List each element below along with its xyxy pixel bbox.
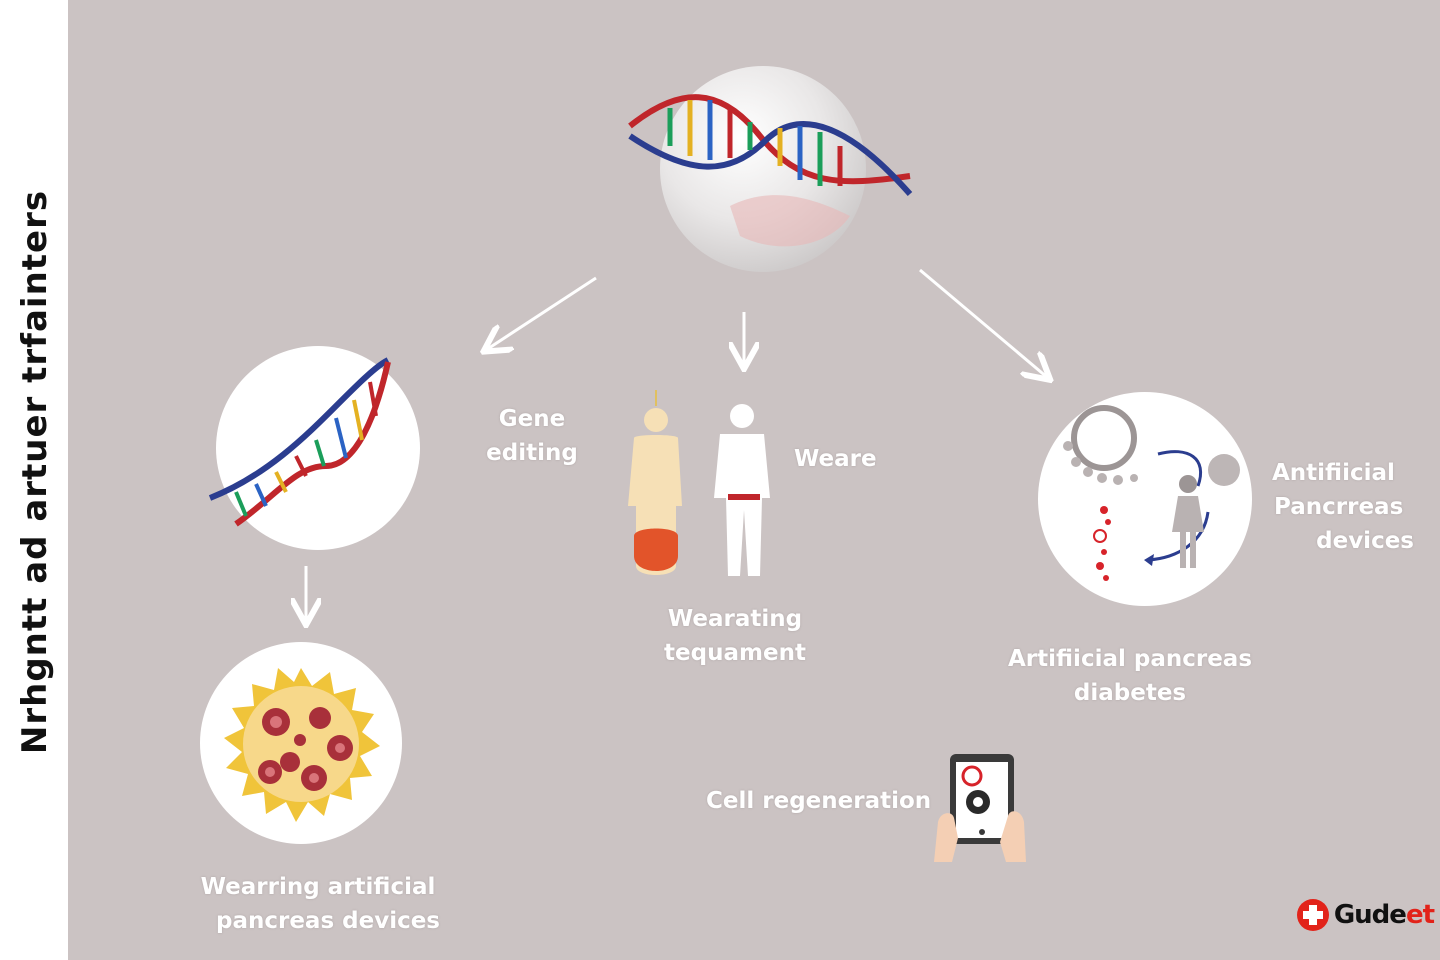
label-weare: Weare <box>794 446 877 472</box>
medical-cross-icon <box>1296 899 1329 931</box>
label-wearing-devices-line1: Wearring artificial <box>200 874 436 900</box>
label-wearing-devices-line2: pancreas devices <box>215 908 440 934</box>
wearable-figures-icon <box>628 390 770 576</box>
brand-name: Gudeet <box>1333 900 1435 930</box>
label-artificial-devices-line3: devices <box>1316 528 1414 554</box>
tablet-device-icon <box>928 752 1032 864</box>
brand-logo: Gudeet <box>1296 898 1435 932</box>
label-artificial-devices: Antifiicial Pancrreas devices <box>1262 456 1414 558</box>
dna-sphere-icon <box>628 66 913 272</box>
vertical-title: Nrhgntt ad artuer trfainters <box>15 189 55 755</box>
label-artificial-diabetes-line1: Artifiicial pancreas <box>1007 646 1253 672</box>
label-wearating-line2: tequament <box>664 640 806 666</box>
left-title-strip: Nrhgntt ad artuer trfainters <box>0 0 68 960</box>
label-cell-regeneration: Cell regeneration <box>706 788 932 814</box>
pancreatic-cell-icon <box>200 642 402 844</box>
label-gene-editing: Gene editing <box>482 402 582 470</box>
dna-helix-icon <box>208 346 420 550</box>
label-artificial-devices-line2: Pancrreas <box>1274 494 1404 520</box>
label-artificial-devices-line1: Antifiicial <box>1272 460 1395 486</box>
arrow-to-artificial-pancreas <box>919 268 1048 378</box>
label-wearing-devices: Wearring artificial pancreas devices <box>186 870 450 938</box>
label-wearating: Wearating tequament <box>640 602 830 670</box>
artificial-pancreas-icon <box>1038 392 1252 606</box>
brand-name-accent: et <box>1405 900 1435 930</box>
label-gene-editing-line2: editing <box>486 440 578 466</box>
brand-name-main: Gude <box>1333 900 1407 930</box>
label-artificial-diabetes: Artifiicial pancreas diabetes <box>1002 642 1258 710</box>
label-wearating-line1: Wearating <box>667 606 803 632</box>
label-artificial-diabetes-line2: diabetes <box>1073 680 1187 706</box>
arrow-to-gene-editing <box>486 276 597 350</box>
label-gene-editing-line1: Gene <box>498 406 566 432</box>
